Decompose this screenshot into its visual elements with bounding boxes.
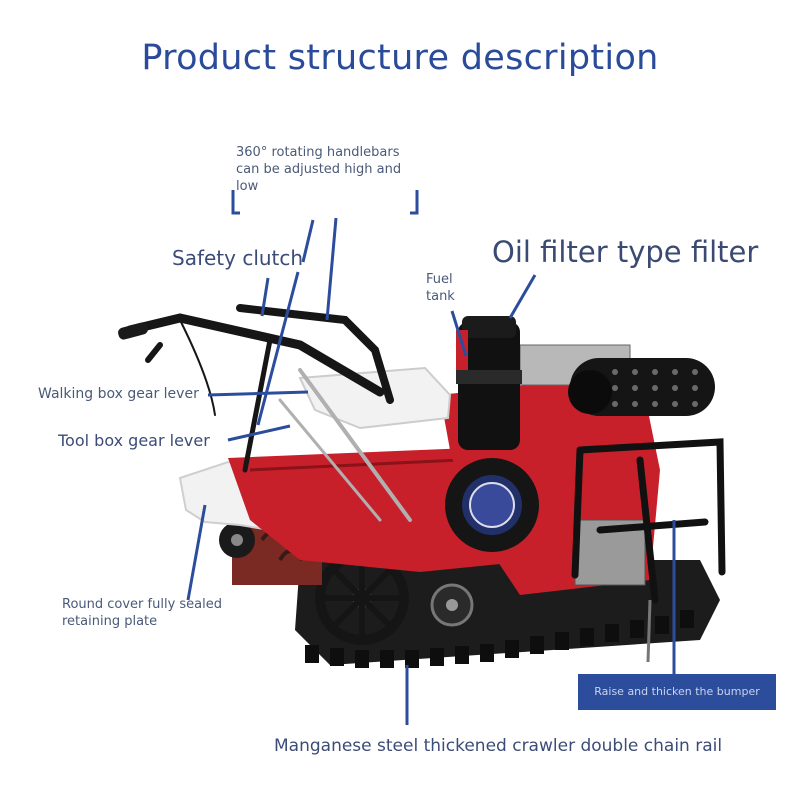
round-cover-label-line1: Round cover fully sealed [62,597,222,612]
round-cover-label-line2: retaining plate [62,613,158,629]
walking-box-label: Walking box gear lever [38,386,199,402]
safety-clutch-label: Safety clutch [172,246,304,270]
oil-filter [456,316,522,450]
bumper-label: Raise and thicken the bumper [578,674,776,710]
fuel-tank-label-line2: tank [426,288,455,304]
fuel-tank-label: Fuel tank [426,272,455,306]
bumper-frame [571,438,726,604]
round-cover-label: Round cover fully sealed retaining plate [62,597,222,631]
top-cover [298,366,452,430]
oil-filter-label: Oil filter type filter [492,235,759,269]
muffler [568,358,715,416]
flywheel-cover [445,458,539,552]
handlebars-label-line2: can be adjusted high and [236,161,402,177]
handlebars-label: 360° rotating handlebars can be adjusted… [236,145,401,196]
handlebars-label-line3: low [236,178,259,194]
handlebars [125,304,412,522]
leader-lines [186,190,676,725]
tool-box-label: Tool box gear lever [58,431,210,450]
crawler-label: Manganese steel thickened crawler double… [274,736,723,756]
fuel-tank-label-line1: Fuel [426,272,453,287]
handlebars-label-line1: 360° rotating handlebars [236,145,400,160]
page-title: Product structure description [141,38,659,78]
